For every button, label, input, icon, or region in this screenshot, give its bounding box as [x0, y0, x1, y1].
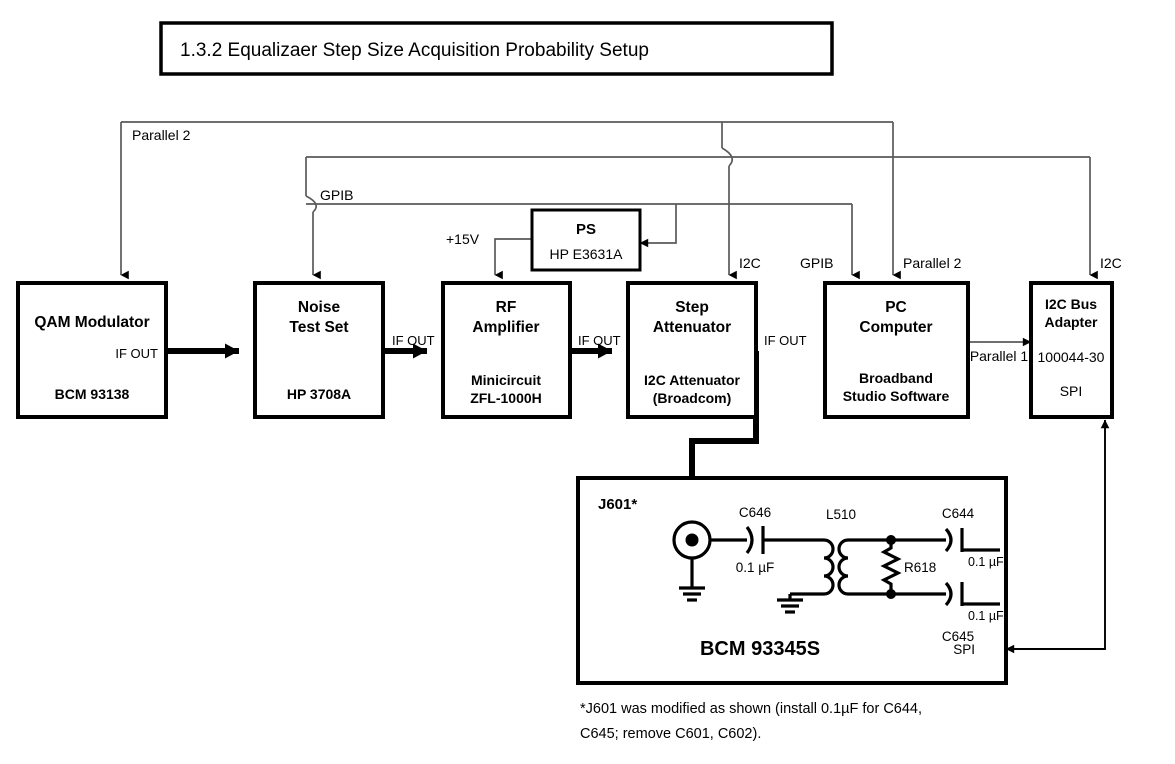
- footnote: *J601 was modified as shown (install 0.1…: [580, 701, 922, 742]
- step-attenuator-model-line2: (Broadcom): [653, 390, 732, 406]
- power-supply-box[interactable]: [530, 208, 642, 272]
- step-attenuator-title-line2: Attenuator: [653, 319, 731, 336]
- label-15v: +15V: [446, 231, 480, 247]
- i2c-bus-adapter-title-line1: I2C Bus: [1045, 296, 1097, 312]
- title-banner: 1.3.2 Equalizaer Step Size Acquisition P…: [159, 21, 834, 76]
- step-attenuator-port-out: IF OUT: [764, 333, 807, 348]
- pc-computer-title-line2: Computer: [859, 319, 932, 336]
- noise-test-set-title-line1: Noise: [298, 299, 341, 316]
- noise-test-set-model: HP 3708A: [287, 386, 351, 402]
- power-supply-model: HP E3631A: [550, 246, 624, 262]
- label-c644-value: 0.1 µF: [968, 555, 1004, 569]
- wire-hop-arc-i2c: [721, 147, 734, 167]
- pc-computer-software-line1: Broadband: [859, 370, 933, 386]
- label-c645-ref: C645: [942, 629, 974, 644]
- rf-amplifier-box[interactable]: [441, 281, 572, 419]
- capacitor-c645: [944, 581, 964, 607]
- capacitor-c644: [944, 527, 964, 553]
- wire-spi-up: [1006, 419, 1110, 650]
- power-supply-title: PS: [576, 221, 596, 238]
- block-step-attenuator[interactable]: Step Attenuator I2C Attenuator (Broadcom…: [626, 281, 758, 419]
- pc-computer-software-line2: Studio Software: [843, 388, 950, 404]
- qam-modulator-model: BCM 93138: [55, 386, 130, 402]
- label-c646-ref: C646: [739, 505, 771, 520]
- dut-board-label: BCM 93345S: [700, 638, 820, 660]
- block-qam-modulator[interactable]: QAM Modulator IF OUT BCM 93138: [16, 281, 168, 419]
- block-noise-test-set[interactable]: Noise Test Set HP 3708A: [253, 281, 385, 419]
- label-gpib-pc: GPIB: [800, 255, 833, 271]
- label-c645-value: 0.1 µF: [968, 609, 1004, 623]
- label-c646-value: 0.1 µF: [736, 560, 775, 575]
- dut-board-box[interactable]: [576, 476, 1008, 685]
- label-parallel1: Parallel 1: [970, 348, 1029, 364]
- rf-amplifier-port-out: IF OUT: [578, 333, 621, 348]
- i2c-bus-adapter-part-number: 100044-30: [1038, 349, 1105, 365]
- step-attenuator-title-line1: Step: [675, 299, 709, 316]
- footnote-line-1: *J601 was modified as shown (install 0.1…: [580, 701, 922, 717]
- noise-test-set-port-out: IF OUT: [392, 333, 435, 348]
- block-dut-board[interactable]: BCM 93345S J601* SPI: [576, 476, 1008, 685]
- label-r618-ref: R618: [904, 560, 936, 575]
- rf-amplifier-model-line1: Minicircuit: [471, 372, 541, 388]
- inductor-l510-primary: [823, 538, 835, 596]
- block-pc-computer[interactable]: PC Computer Broadband Studio Software: [823, 281, 970, 419]
- label-gpib-left: GPIB: [320, 187, 353, 203]
- qam-modulator-box[interactable]: [16, 281, 168, 419]
- rf-amplifier-title-line1: RF: [496, 299, 517, 316]
- label-i2c-step-attenuator: I2C: [739, 255, 761, 271]
- net-labels: Parallel 2 GPIB +15V I2C GPIB Parallel 2…: [132, 127, 1122, 364]
- label-parallel2-pc: Parallel 2: [903, 255, 962, 271]
- i2c-bus-adapter-title-line2: Adapter: [1045, 314, 1098, 330]
- ground-symbol-j601: [679, 586, 705, 602]
- connector-j601-label: J601*: [598, 496, 637, 513]
- i2c-bus-adapter-box[interactable]: [1029, 281, 1114, 419]
- step-attenuator-model-line1: I2C Attenuator: [644, 372, 740, 388]
- wire-15v-to-rf-amplifier: [494, 238, 532, 280]
- label-i2c-adapter: I2C: [1100, 255, 1122, 271]
- block-rf-amplifier[interactable]: RF Amplifier Minicircuit ZFL-1000H: [441, 281, 572, 419]
- label-parallel2-left: Parallel 2: [132, 127, 191, 143]
- pc-computer-title-line1: PC: [885, 299, 907, 316]
- footnote-line-2: C645; remove C601, C602).: [580, 726, 761, 742]
- j601-connector-pin: [685, 533, 699, 547]
- block-i2c-bus-adapter[interactable]: I2C Bus Adapter 100044-30 SPI: [1029, 281, 1114, 419]
- pc-computer-box[interactable]: [823, 281, 970, 419]
- dut-schematic: C646 0.1 µF L510 R618: [672, 505, 1004, 644]
- control-wiring: [120, 121, 1110, 654]
- noise-test-set-box[interactable]: [253, 281, 385, 419]
- label-l510-ref: L510: [826, 507, 856, 522]
- inductor-l510-secondary: [837, 538, 849, 596]
- qam-modulator-title: QAM Modulator: [34, 314, 149, 331]
- page-title: 1.3.2 Equalizaer Step Size Acquisition P…: [180, 40, 649, 61]
- noise-test-set-title-line2: Test Set: [289, 319, 348, 336]
- rf-amplifier-model-line2: ZFL-1000H: [470, 390, 542, 406]
- dut-spi-port-label: SPI: [953, 642, 975, 657]
- step-attenuator-box[interactable]: [626, 281, 758, 419]
- block-power-supply[interactable]: PS HP E3631A: [530, 208, 642, 272]
- qam-modulator-port-out: IF OUT: [115, 346, 158, 361]
- title-box: [159, 21, 834, 76]
- label-c644-ref: C644: [942, 506, 975, 521]
- ground-symbol-l510: [777, 594, 803, 614]
- rf-amplifier-title-line2: Amplifier: [472, 319, 539, 336]
- wire-gpib-to-power-supply: [639, 204, 677, 248]
- resistor-r618: [880, 540, 902, 594]
- i2c-bus-adapter-spi-label: SPI: [1060, 383, 1083, 399]
